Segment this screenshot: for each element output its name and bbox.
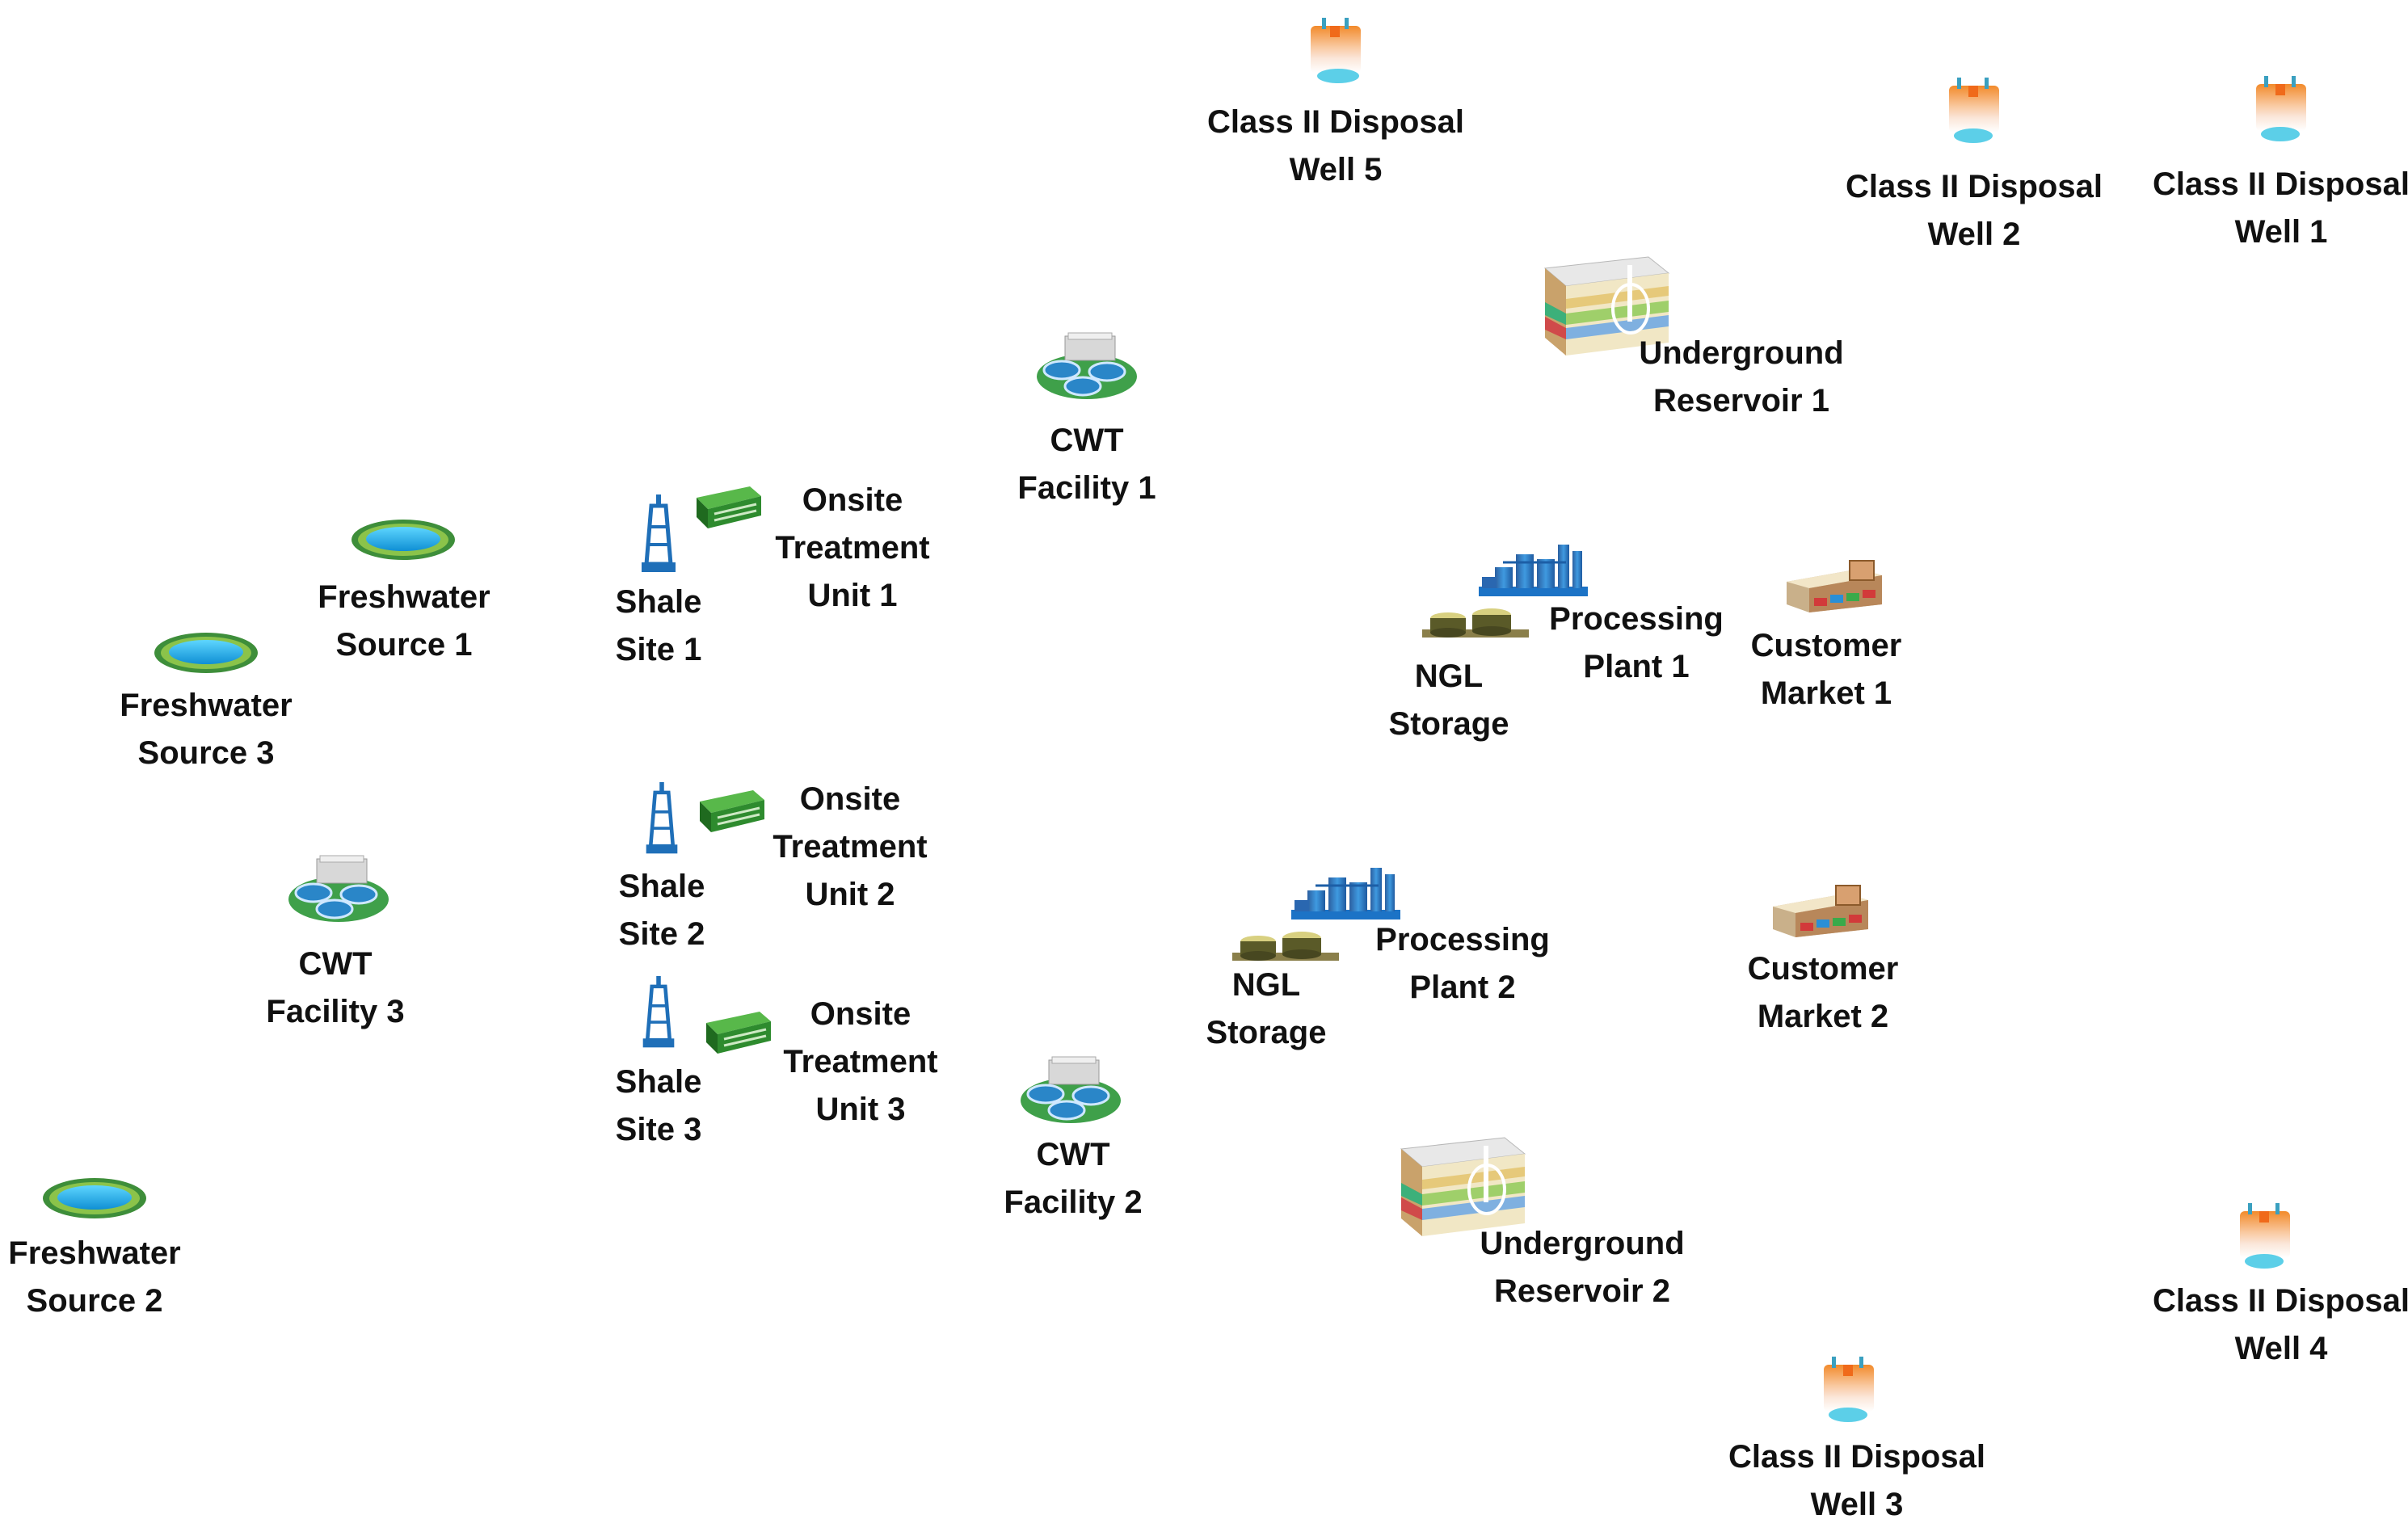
label-line: Treatment [772, 829, 928, 865]
label-line: Well 4 [2234, 1331, 2328, 1366]
label-line: Well 2 [1927, 217, 2021, 252]
label-line: Class II Disposal [2153, 1283, 2408, 1319]
disposal-well-icon [2240, 1203, 2290, 1269]
water-treatment-plant-icon [288, 855, 389, 922]
label-line: Well 3 [1810, 1487, 1904, 1522]
drilling-rig-icon [646, 782, 678, 854]
label-line: NGL [1231, 967, 1301, 1003]
label-line: Site 3 [615, 1112, 702, 1147]
storage-tanks-icon [1422, 608, 1529, 638]
label-line: CWT [1050, 423, 1124, 458]
treatment-trailer-icon [697, 486, 761, 528]
label-line: Class II Disposal [1207, 104, 1464, 140]
pond-icon [352, 520, 455, 560]
label-line: NGL [1414, 659, 1484, 694]
geologic-reservoir-icon [1543, 256, 1670, 356]
label-line: Market 2 [1757, 999, 1889, 1034]
label-line: Reservoir 2 [1494, 1273, 1670, 1309]
label-line: Onsite [799, 781, 901, 817]
pond-icon [154, 633, 258, 673]
label-line: Shale [618, 869, 705, 904]
label-line: Class II Disposal [2153, 166, 2408, 202]
label-line: Underground [1480, 1226, 1685, 1261]
label-line: Class II Disposal [1846, 169, 2103, 204]
label-line: Onsite [802, 482, 903, 518]
label-line: Underground [1639, 335, 1844, 371]
pond-icon [43, 1178, 146, 1218]
label-line: Processing [1375, 922, 1550, 957]
drilling-rig-icon [642, 494, 676, 572]
label-line: Site 2 [618, 916, 705, 952]
market-building-icon [1773, 885, 1868, 937]
label-line: Processing [1549, 601, 1724, 637]
label-line: Storage [1206, 1015, 1327, 1050]
market-building-icon [1787, 560, 1882, 612]
disposal-well-icon [1311, 18, 1361, 83]
label-line: Treatment [775, 530, 930, 566]
disposal-well-icon [1824, 1357, 1874, 1422]
label-line: Freshwater [318, 579, 490, 615]
label-line: Well 5 [1289, 152, 1383, 187]
treatment-trailer-icon [700, 790, 764, 832]
label-line: Treatment [783, 1044, 938, 1079]
label-line: Class II Disposal [1728, 1439, 1985, 1475]
label-line: Shale [615, 1064, 702, 1100]
label-line: Facility 1 [1017, 470, 1156, 506]
storage-tanks-icon [1232, 932, 1339, 961]
label-line: Market 1 [1760, 675, 1892, 711]
label-line: Shale [615, 584, 702, 620]
label-line: Well 1 [2234, 214, 2328, 250]
label-line: Source 3 [137, 735, 275, 771]
treatment-trailer-icon [706, 1012, 771, 1054]
processing-plant-icon [1479, 545, 1588, 596]
label-line: Unit 2 [805, 877, 895, 912]
label-line: Freshwater [8, 1235, 181, 1271]
label-line: Freshwater [120, 688, 293, 723]
label-line: Facility 2 [1004, 1185, 1143, 1220]
label-line: Plant 1 [1583, 649, 1690, 684]
label-line: Customer [1750, 628, 1902, 663]
water-treatment-plant-icon [1037, 332, 1137, 399]
label-line: CWT [298, 946, 373, 982]
drilling-rig-icon [642, 976, 675, 1048]
label-line: Source 1 [335, 627, 473, 663]
label-line: CWT [1036, 1137, 1110, 1172]
disposal-well-icon [2256, 76, 2306, 141]
geologic-reservoir-icon [1400, 1137, 1526, 1236]
label-line: Onsite [810, 996, 911, 1032]
label-line: Unit 3 [815, 1092, 906, 1127]
label-line: Reservoir 1 [1653, 383, 1829, 419]
disposal-well-icon [1949, 78, 1999, 143]
label-line: Source 2 [26, 1283, 163, 1319]
label-line: Plant 2 [1409, 970, 1516, 1005]
label-line: Facility 3 [266, 994, 405, 1029]
processing-plant-icon [1291, 868, 1400, 919]
water-treatment-plant-icon [1021, 1056, 1121, 1123]
label-line: Storage [1388, 706, 1509, 742]
label-line: Customer [1747, 951, 1899, 987]
label-line: Unit 1 [807, 578, 898, 613]
label-line: Site 1 [615, 632, 702, 667]
